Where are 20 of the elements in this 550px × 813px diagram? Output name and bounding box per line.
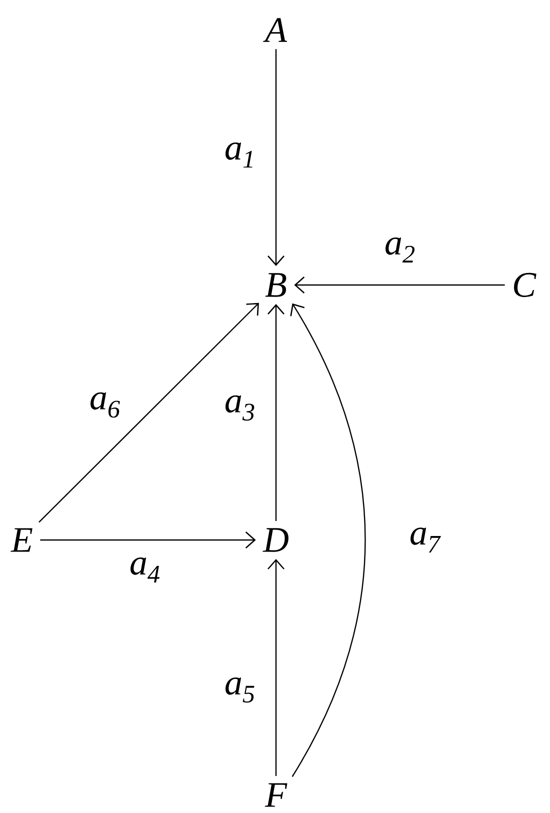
arrow xyxy=(40,532,256,548)
arrow xyxy=(268,49,284,266)
arrow xyxy=(294,276,505,294)
arrow xyxy=(38,302,259,523)
node-letter: E xyxy=(10,528,32,552)
node-letter: C xyxy=(514,272,536,298)
arrow xyxy=(290,303,366,777)
edge-label: a$_{5}$ xyxy=(226,677,254,703)
edge-label: a$_{4}$ xyxy=(130,558,160,582)
edge-label: a$_{3}$ xyxy=(226,395,254,421)
node-letter: F xyxy=(264,783,288,807)
arrow xyxy=(268,559,284,776)
node-letter: B xyxy=(265,273,286,297)
edge-label: a$_{7}$ xyxy=(410,528,441,552)
node-letter: D xyxy=(262,528,288,552)
edge-label: a$_{1}$ xyxy=(226,142,252,168)
arrow xyxy=(268,304,284,521)
node-letter: A xyxy=(263,18,288,42)
edge-label: a$_{2}$ xyxy=(386,237,414,263)
edge-label: a$_{6}$ xyxy=(90,392,120,418)
